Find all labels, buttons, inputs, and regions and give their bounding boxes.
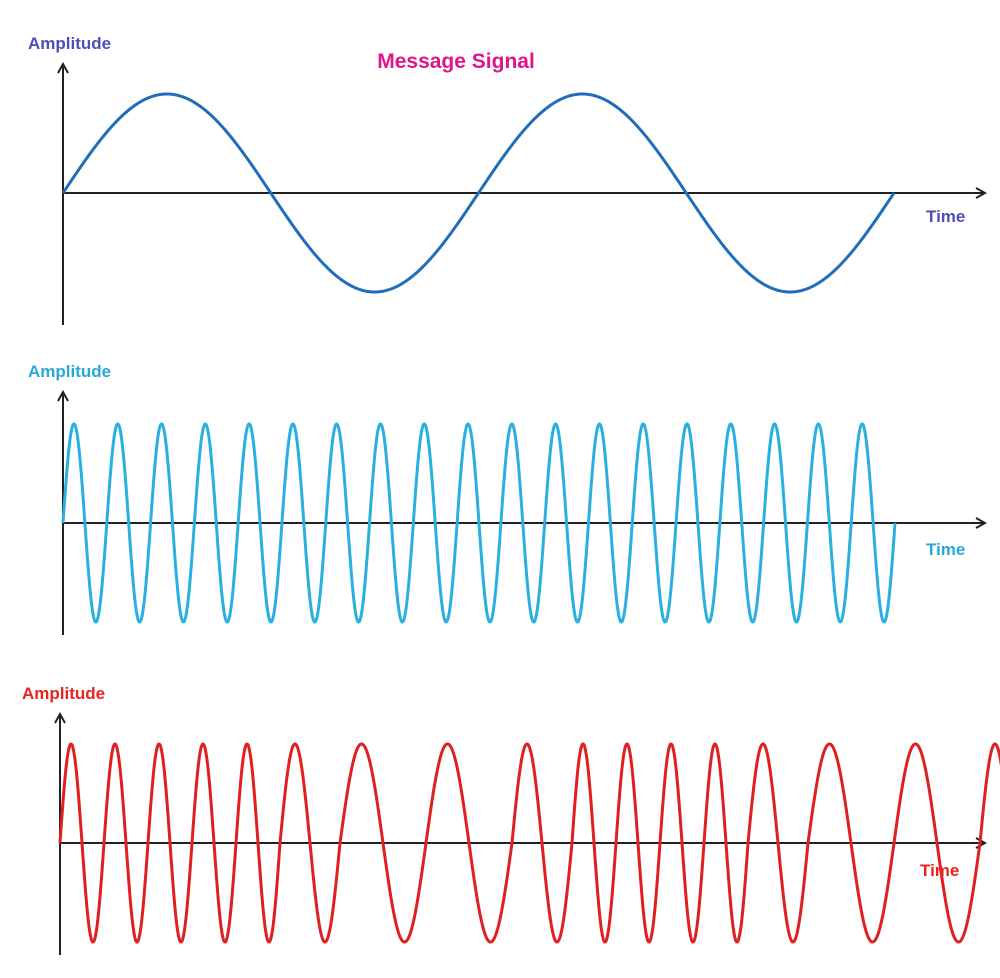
panel-message: Amplitude Time [28, 34, 985, 325]
panel-2-x-axis-label: Time [926, 540, 965, 559]
panel-fm: Amplitude Time [22, 684, 1000, 955]
panel-3-x-axis-label: Time [920, 861, 959, 880]
panel-2-carrier-waveform [61, 422, 897, 624]
panel-2-y-axis-label: Amplitude [28, 362, 111, 381]
panel-1-message-waveform [61, 92, 896, 294]
panel-3-fm-waveform [58, 742, 1000, 944]
panel-carrier: Amplitude Time [28, 362, 985, 635]
panel-1-y-axis-label: Amplitude [28, 34, 111, 53]
panel-3-y-axis-label: Amplitude [22, 684, 105, 703]
panel-1-x-axis-label: Time [926, 207, 965, 226]
diagram-title: Message Signal [377, 50, 535, 73]
